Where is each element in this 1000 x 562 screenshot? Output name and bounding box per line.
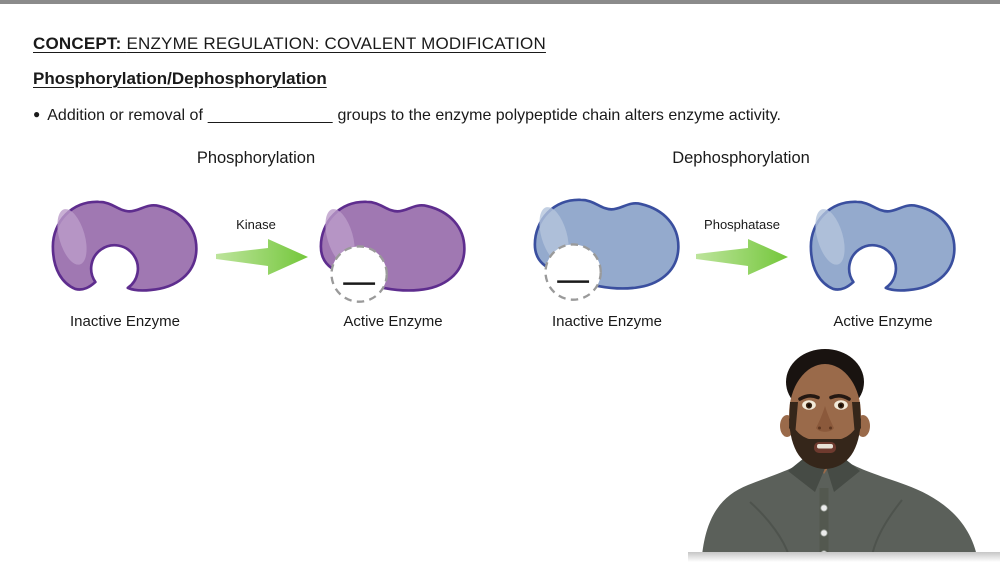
arrow-shape [696,239,788,275]
shirt-placket [819,488,829,556]
phosphatase-label: Phosphatase [704,217,780,232]
eyebrows [798,394,851,401]
subtitle: Phosphorylation/Dephosphorylation [33,69,327,88]
active-enzyme-label-dephos: Active Enzyme [833,313,933,330]
pupil [839,404,843,407]
top-bar [0,0,1000,4]
nostril [829,426,832,430]
arrow-shape [216,239,308,275]
active-enzyme-blue [809,200,956,292]
kinase-label: Kinase [236,217,276,232]
phosphate-site [330,245,389,303]
inactive-enzyme-label-phos: Inactive Enzyme [69,313,181,330]
pupil [807,404,811,407]
fill-in-blank: ______________ [207,107,333,124]
inactive-enzyme-blue [533,198,680,301]
phosphate-site [544,243,603,301]
bullet-text-post: groups to the enzyme polypeptide chain a… [337,107,781,124]
enzyme-highlight [57,209,87,265]
presenter-shirt [702,456,977,556]
presenter-nose [816,406,834,432]
phosphorylation-title: Phosphorylation [196,149,316,167]
inactive-enzyme-label-dephos: Inactive Enzyme [551,313,663,330]
shirt-wrinkles [749,499,903,556]
nostril [818,426,821,430]
teeth [817,444,833,449]
dephosphorylation-title: Dephosphorylation [672,149,810,167]
concept-heading: CONCEPT: ENZYME REGULATION: COVALENT MOD… [33,34,546,54]
bullet-text-pre: Addition or removal of [47,107,203,124]
shirt-button [820,504,828,512]
phosphatase-arrow-icon [696,239,788,275]
active-enzyme-purple [319,200,466,303]
presenter-video [702,349,977,556]
concept-label: CONCEPT: [33,34,122,53]
kinase-arrow-icon [216,239,308,275]
active-enzyme-label-phos: Active Enzyme [343,313,443,330]
bullet-point: ● Addition or removal of______________gro… [33,107,781,125]
bullet-glyph: ● [33,107,41,121]
inactive-enzyme-purple [51,200,198,292]
concept-title: ENZYME REGULATION: COVALENT MODIFICATION [126,34,546,53]
shirt-button [820,529,828,537]
video-frame-edge [688,552,1000,562]
enzyme-highlight [815,209,845,265]
